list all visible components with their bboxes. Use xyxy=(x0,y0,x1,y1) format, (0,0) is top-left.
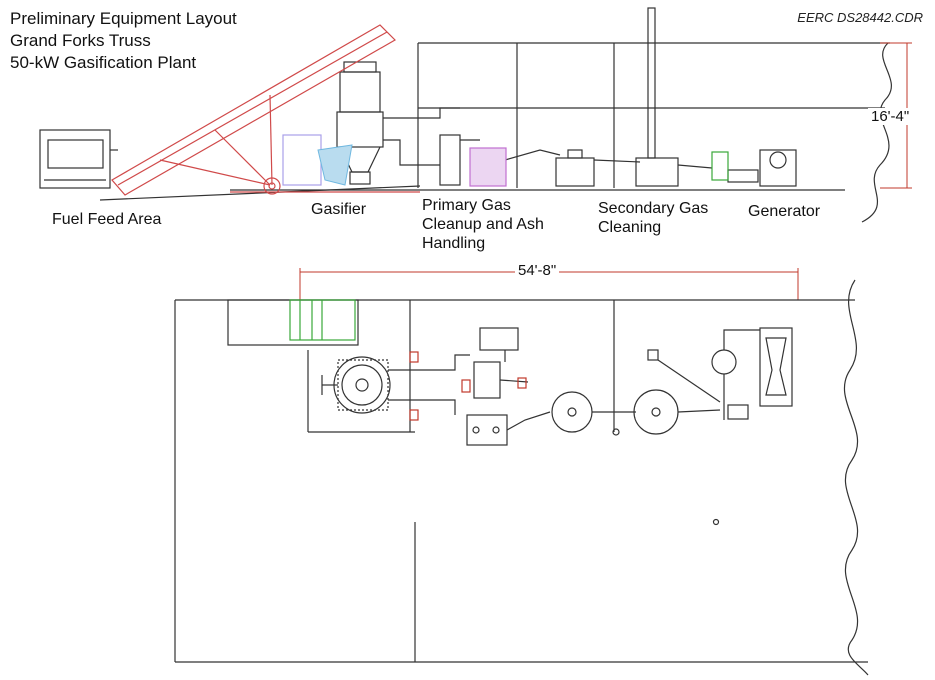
diagram-title: Preliminary Equipment Layout Grand Forks… xyxy=(10,8,237,74)
label-gasifier: Gasifier xyxy=(311,201,367,218)
title-line: Preliminary Equipment Layout xyxy=(10,9,237,28)
height-dimension: 16'-4" xyxy=(868,108,913,125)
label-secondary-line: Secondary Gas xyxy=(598,200,709,217)
label-primary-line: Cleanup and Ash xyxy=(422,216,544,233)
ramp-line xyxy=(99,185,421,201)
length-dimension: 54'-8" xyxy=(515,262,560,279)
title-line: Grand Forks Truss xyxy=(10,31,151,50)
label-primary-line: Handling xyxy=(422,235,486,252)
fuel-hopper-plan xyxy=(289,299,356,341)
label-generator: Generator xyxy=(748,203,821,220)
fuel-truck xyxy=(39,129,111,189)
title-line: 50-kW Gasification Plant xyxy=(10,53,197,72)
label-secondary-line: Cleaning xyxy=(598,219,662,236)
fuel-conveyor xyxy=(111,24,420,196)
generator-filter xyxy=(711,151,729,181)
generator-plan xyxy=(759,327,793,407)
secondary-vessel-2 xyxy=(633,389,679,435)
drawing-reference: EERC DS28442.CDR xyxy=(797,10,923,25)
filter-vessel xyxy=(469,147,507,187)
break-line-elevation xyxy=(861,42,892,223)
secondary-vessel-1 xyxy=(551,391,593,433)
label-primary-gas: Primary Gas Cleanup and Ash Handling xyxy=(422,196,544,253)
label-primary-line: Primary Gas xyxy=(422,197,511,214)
label-secondary-gas: Secondary Gas Cleaning xyxy=(598,199,708,237)
cyclone xyxy=(317,144,353,186)
label-fuel-feed-area: Fuel Feed Area xyxy=(52,211,162,228)
break-line-plan xyxy=(843,279,869,676)
